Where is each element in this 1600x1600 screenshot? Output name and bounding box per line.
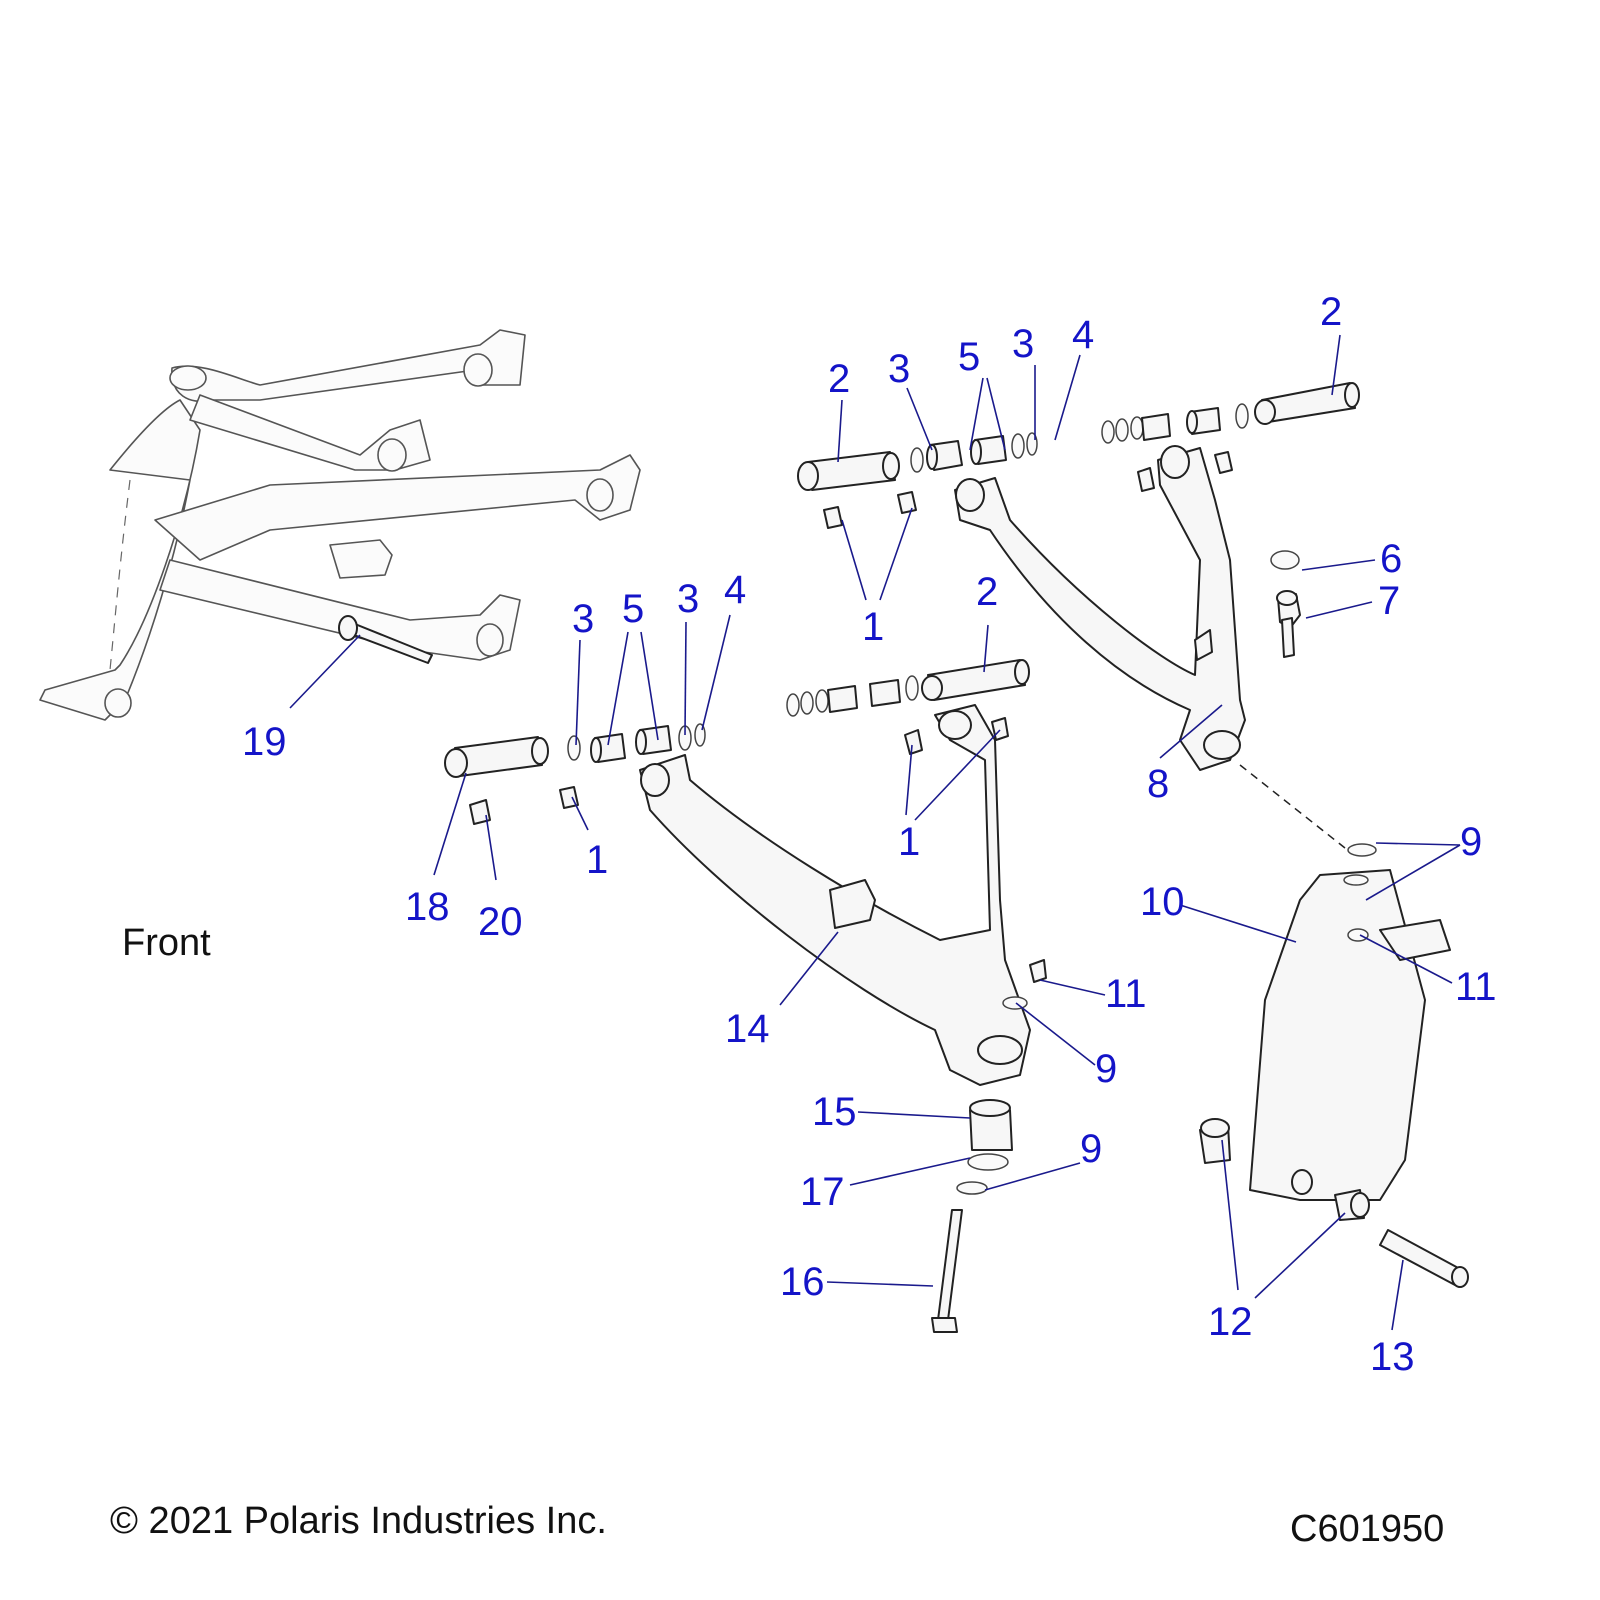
- callout-11: 11: [1455, 965, 1497, 1009]
- lower-pivot-kit-front: [444, 723, 706, 825]
- callout-3: 3: [1012, 322, 1034, 366]
- callout-13: 13: [1370, 1335, 1415, 1379]
- lower-ball-joint-stack: [931, 1099, 1013, 1333]
- callout-9: 9: [1080, 1127, 1102, 1171]
- diagram-id: C601950: [1290, 1508, 1445, 1550]
- assembly-path: [1239, 764, 1346, 849]
- leader-lines: [289, 334, 1461, 1331]
- callout-12: 12: [1208, 1300, 1253, 1344]
- callout-11: 11: [1105, 972, 1147, 1016]
- callout-6: 6: [1380, 537, 1402, 581]
- callouts: 2 3 5 3 4 2 1 6 7 2 3 5 3 4 19 8 1 1 18 …: [242, 290, 1497, 1379]
- lower-pivot-kit-rear: [786, 659, 1030, 717]
- callout-1: 1: [586, 838, 608, 882]
- callout-17: 17: [800, 1170, 845, 1214]
- upper-a-arm: [954, 445, 1246, 771]
- callout-5: 5: [622, 587, 644, 631]
- callout-3: 3: [677, 577, 699, 621]
- copyright-notice: © 2021 Polaris Industries Inc.: [110, 1500, 607, 1542]
- callout-4: 4: [1072, 313, 1094, 357]
- callout-5: 5: [958, 335, 980, 379]
- snap-ring-and-ball-joint: [1270, 550, 1301, 658]
- callout-15: 15: [812, 1090, 857, 1134]
- callout-1: 1: [862, 605, 884, 649]
- upper-pivot-kit-rear: [1101, 382, 1360, 444]
- callout-19: 19: [242, 720, 287, 764]
- callout-14: 14: [725, 1007, 770, 1051]
- callout-4: 4: [724, 568, 746, 612]
- callout-9: 9: [1095, 1047, 1117, 1091]
- assembled-reference-view: [39, 329, 641, 721]
- callout-10: 10: [1140, 880, 1185, 924]
- steering-knuckle: [1199, 869, 1469, 1288]
- callout-1: 1: [898, 820, 920, 864]
- callout-9: 9: [1460, 820, 1482, 864]
- callout-16: 16: [780, 1260, 825, 1304]
- callout-20: 20: [478, 900, 523, 944]
- callout-8: 8: [1147, 762, 1169, 806]
- callout-3: 3: [888, 347, 910, 391]
- lower-a-arm: [639, 704, 1047, 1086]
- callout-3: 3: [572, 597, 594, 641]
- callout-2: 2: [1320, 290, 1342, 334]
- callout-2: 2: [828, 357, 850, 401]
- orientation-label: Front: [122, 922, 211, 964]
- washer-9-upper: [1347, 843, 1377, 857]
- callout-7: 7: [1378, 579, 1400, 623]
- upper-pivot-kit-front: [797, 432, 1038, 529]
- callout-2: 2: [976, 570, 998, 614]
- callout-18: 18: [405, 885, 450, 929]
